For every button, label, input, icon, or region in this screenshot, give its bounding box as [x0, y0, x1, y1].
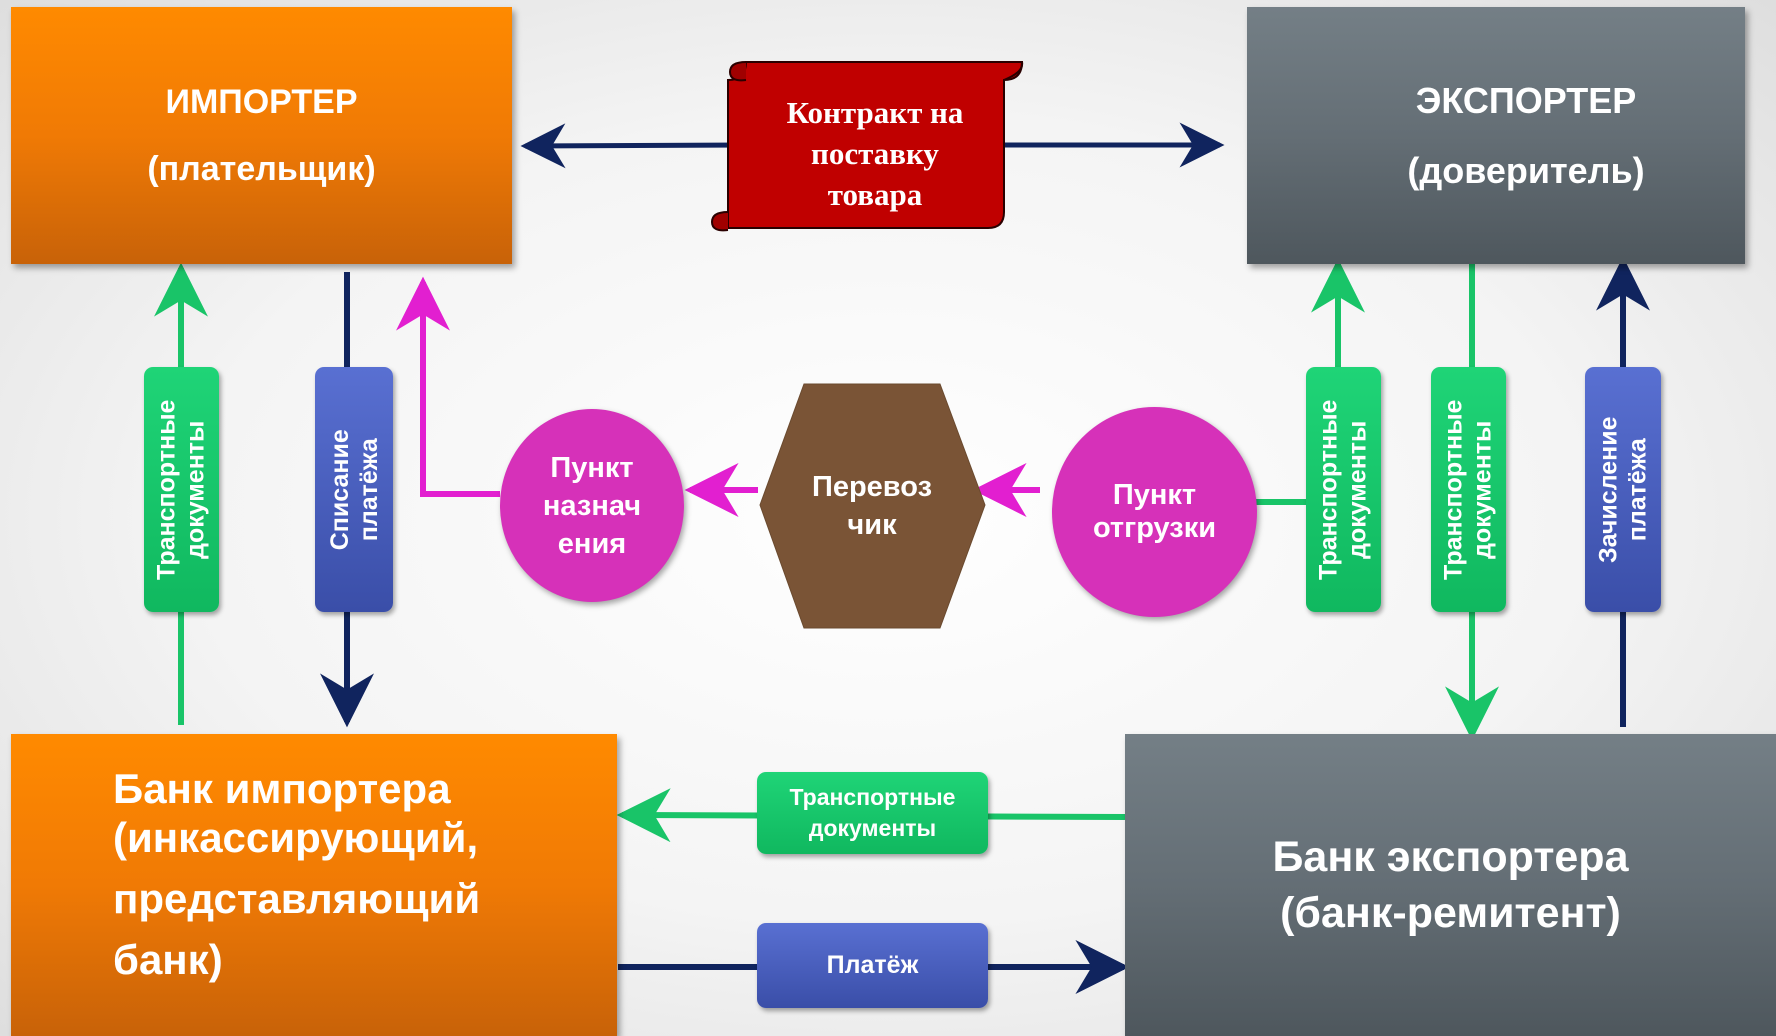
- right-docs-2-line-1: Транспортные: [1439, 399, 1468, 580]
- exporter-bank-line-2: (банк-ремитент): [1280, 889, 1621, 937]
- importer-bank-line-3: представляющий: [113, 875, 481, 922]
- carrier-hexagon: [759, 383, 986, 629]
- exporter-box: ЭКСПОРТЕР (доверитель): [1247, 7, 1745, 264]
- right-docs-1-line-1: Транспортные: [1314, 399, 1343, 580]
- contract-to-importer-arrow: [520, 123, 746, 169]
- right-docs-pill-2: Транспортные документы: [1431, 367, 1506, 612]
- right-docs-1-line-2: документы: [1343, 420, 1372, 559]
- importer-title: ИМПОРТЕР: [165, 82, 358, 121]
- bottom-docs-pill: Транспортные документы: [757, 772, 988, 854]
- destination-line-2: назнач: [542, 489, 642, 522]
- importer-box: ИМПОРТЕР (плательщик): [11, 7, 512, 264]
- importer-bank-line-2: (инкассирующий,: [113, 814, 479, 861]
- shipment-circle: Пункт отгрузки: [1052, 407, 1257, 617]
- carrier-label: Перевоз чик: [780, 468, 964, 544]
- shipment-line-1: Пункт: [1112, 479, 1197, 511]
- destination-line-1: Пункт: [550, 451, 634, 484]
- importer-bank-box: Банк импортера (инкассирующий, представл…: [11, 734, 617, 1036]
- contract-line-2: поставку: [811, 136, 939, 171]
- contract-label: Контракт на поставку товара: [750, 92, 1000, 215]
- payment-label: Платёж: [826, 951, 919, 979]
- exporter-bank-line-1: Банк экспортера: [1272, 833, 1629, 881]
- bottom-docs-line-2: документы: [808, 815, 937, 841]
- importer-bank-line-4: банк): [113, 936, 223, 983]
- exporter-bank-box: Банк экспортера (банк-ремитент): [1125, 734, 1776, 1036]
- destination-circle: Пункт назнач ения: [500, 409, 684, 602]
- exporter-title: ЭКСПОРТЕР: [1415, 79, 1637, 121]
- right-credit-line-2: платёжа: [1623, 438, 1651, 541]
- left-docs-pill: Транспортные документы: [144, 367, 219, 612]
- bottom-docs-line-1: Транспортные: [789, 784, 956, 810]
- destination-line-3: ения: [557, 527, 627, 560]
- carrier-line-2: чик: [847, 509, 897, 541]
- left-docs-line-2: документы: [181, 420, 210, 559]
- left-docs-line-1: Транспортные: [152, 399, 181, 580]
- right-docs-2-line-2: документы: [1468, 420, 1497, 559]
- left-debit-line-2: платёжа: [354, 438, 383, 541]
- importer-role: (плательщик): [147, 149, 376, 188]
- contract-line-3: товара: [827, 177, 923, 212]
- left-debit-pill: Списание платёжа: [315, 367, 393, 612]
- importer-bank-line-1: Банк импортера: [113, 765, 451, 812]
- right-credit-line-1: Зачисление: [1594, 416, 1623, 563]
- right-credit-pill: Зачисление платёжа: [1585, 367, 1661, 612]
- left-debit-line-1: Списание: [325, 428, 354, 551]
- contract-line-1: Контракт на: [786, 95, 964, 130]
- payment-pill: Платёж: [757, 923, 988, 1008]
- right-docs-pill-1: Транспортные документы: [1306, 367, 1381, 612]
- carrier-line-1: Перевоз: [811, 471, 932, 503]
- destination-to-importer-arrow: [396, 276, 500, 497]
- contract-scroll: [710, 61, 1024, 232]
- exporter-role: (доверитель): [1407, 149, 1645, 191]
- shipment-line-2: отгрузки: [1092, 512, 1217, 544]
